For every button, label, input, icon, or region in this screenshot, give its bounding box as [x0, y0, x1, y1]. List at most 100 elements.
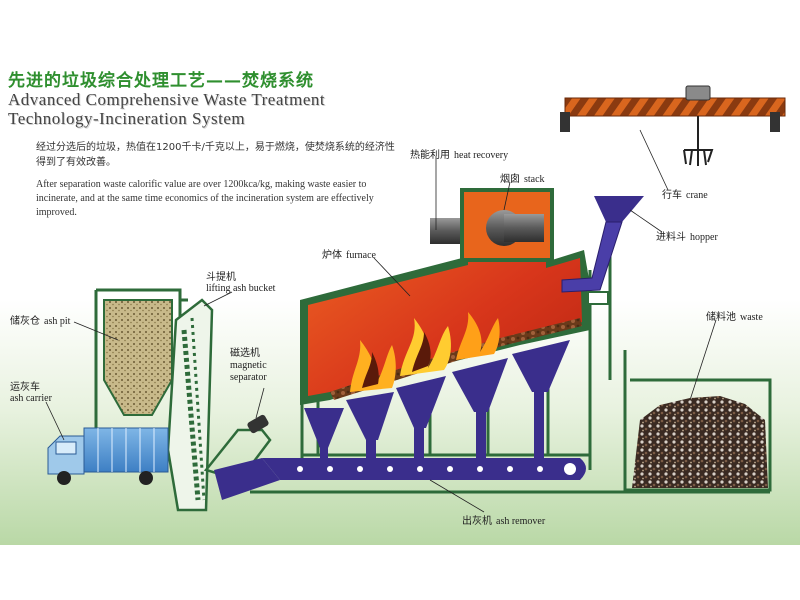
leader-furnace [373, 257, 411, 297]
label-lifting-cn: 斗提机 [206, 272, 236, 283]
label-ash-pit-en: ash pit [44, 316, 71, 327]
title-english: Advanced Comprehensive Waste Treatment T… [8, 90, 388, 128]
label-heat-recovery-cn: 热能利用 [410, 150, 450, 161]
hopper-pusher [587, 291, 609, 305]
ash-hopper-5-stem [534, 392, 544, 458]
label-ash-carrier-cn: 运灰车 [10, 382, 40, 393]
truck-window [55, 441, 77, 455]
separator-drum [247, 414, 269, 434]
conveyor-roller-3 [357, 466, 363, 472]
flame-3 [456, 312, 500, 360]
bucket-elevator-column [166, 298, 214, 512]
ash-hoppers [304, 340, 570, 458]
label-stack-cn: 烟囱 [500, 174, 520, 185]
conveyor-roller-1 [297, 466, 303, 472]
bucket-chain-2 [190, 317, 206, 501]
leader-stack [503, 181, 511, 211]
label-magnetic-en1: magnetic [230, 360, 267, 371]
hopper-chute [561, 221, 623, 293]
crane-grab [683, 149, 714, 166]
conveyor-roller-4 [387, 466, 393, 472]
ash-pit-bin [103, 299, 173, 416]
conveyor-rollers [297, 466, 543, 472]
ash-pit-frame [96, 288, 188, 302]
label-furnace-en: furnace [346, 250, 376, 261]
leader-ash-carrier [45, 401, 65, 441]
label-crane-en: crane [686, 190, 708, 201]
crane-trolley [685, 85, 711, 101]
title-chinese: 先进的垃圾综合处理工艺——焚烧系统 [8, 71, 314, 91]
label-ash-pit-cn: 储灰仓 [10, 316, 40, 327]
truck-wheel-rear [139, 471, 153, 485]
label-ash-remover-cn: 出灰机 [462, 516, 492, 527]
conveyor-roller-8 [507, 466, 513, 472]
label-ash-pit: 储灰仓 ash pit [10, 312, 70, 327]
conveyor-roller-6 [447, 466, 453, 472]
leader-hopper [629, 209, 663, 233]
flame-dark [362, 332, 431, 388]
waste-pile [632, 396, 768, 488]
label-ash-remover-en: ash remover [496, 516, 546, 527]
leader-lifting-bucket [203, 291, 233, 307]
lifting-ash-bucket [166, 298, 214, 512]
stack [460, 188, 554, 262]
label-lifting-en: lifting ash bucket [206, 283, 276, 294]
leader-waste [689, 319, 717, 401]
label-hopper-en: hopper [690, 232, 718, 243]
conveyor-roller-5 [417, 466, 423, 472]
stack-pipe [504, 214, 544, 242]
description-english: After separation waste calorific value a… [36, 179, 374, 218]
crane-support-left [560, 112, 570, 132]
label-hopper: 进料斗 hopper [656, 228, 718, 243]
ash-hopper-1 [304, 408, 344, 448]
crane-support-right [770, 112, 780, 132]
waste-pit-frame [625, 378, 772, 492]
ash-hopper-2 [346, 392, 394, 440]
label-heat-recovery-en: heat recovery [454, 150, 509, 161]
ash-hopper-3 [396, 376, 446, 428]
hopper [561, 196, 644, 305]
label-magnetic-cn: 磁选机 [230, 348, 260, 359]
crane-beam [564, 97, 786, 117]
label-crane: 行车 crane [662, 186, 708, 201]
label-stack: 烟囱 stack [500, 170, 545, 185]
leader-ash-remover [429, 479, 485, 513]
ash-hopper-3-stem [414, 428, 424, 458]
label-waste-en: waste [740, 312, 763, 323]
hopper-funnel [594, 196, 644, 222]
label-waste-cn: 储料池 [706, 312, 736, 323]
ash-carrier-truck [47, 427, 169, 485]
ash-hopper-4-stem [476, 412, 486, 458]
conveyor-drive-wheel [562, 461, 578, 477]
truck-wheel-front [57, 471, 71, 485]
leader-ash-pit [73, 321, 119, 341]
label-crane-cn: 行车 [662, 190, 682, 201]
label-furnace-cn: 炉体 [322, 250, 342, 261]
description-chinese: 经过分选后的垃圾，热值在1200千卡/千克以上，易于燃烧，使焚烧系统的经济性得到… [36, 142, 395, 168]
truck-body-grid [97, 428, 155, 472]
bucket-chain [181, 329, 201, 501]
label-ash-remover: 出灰机 ash remover [462, 512, 545, 527]
ash-pit [94, 288, 188, 440]
ash-conveyor-belt [262, 458, 586, 480]
leader-magnetic [255, 387, 265, 419]
ash-hopper-4 [452, 358, 508, 412]
ash-hopper-5 [512, 340, 570, 392]
ash-hopper-1-stem [320, 448, 328, 458]
label-waste: 储料池 waste [706, 308, 763, 323]
leader-crane [639, 129, 669, 191]
conveyor-roller-9 [537, 466, 543, 472]
label-hopper-cn: 进料斗 [656, 232, 686, 243]
label-magnetic-en2: separator [230, 372, 267, 383]
label-magnetic-separator: 磁选机 magnetic separator [230, 348, 267, 384]
ash-hopper-2-stem [366, 440, 376, 458]
conveyor-roller-7 [477, 466, 483, 472]
crane [560, 85, 786, 166]
ash-remover [214, 458, 586, 500]
label-ash-carrier-en: ash carrier [10, 393, 52, 404]
label-stack-en: stack [524, 174, 545, 185]
conveyor-roller-2 [327, 466, 333, 472]
